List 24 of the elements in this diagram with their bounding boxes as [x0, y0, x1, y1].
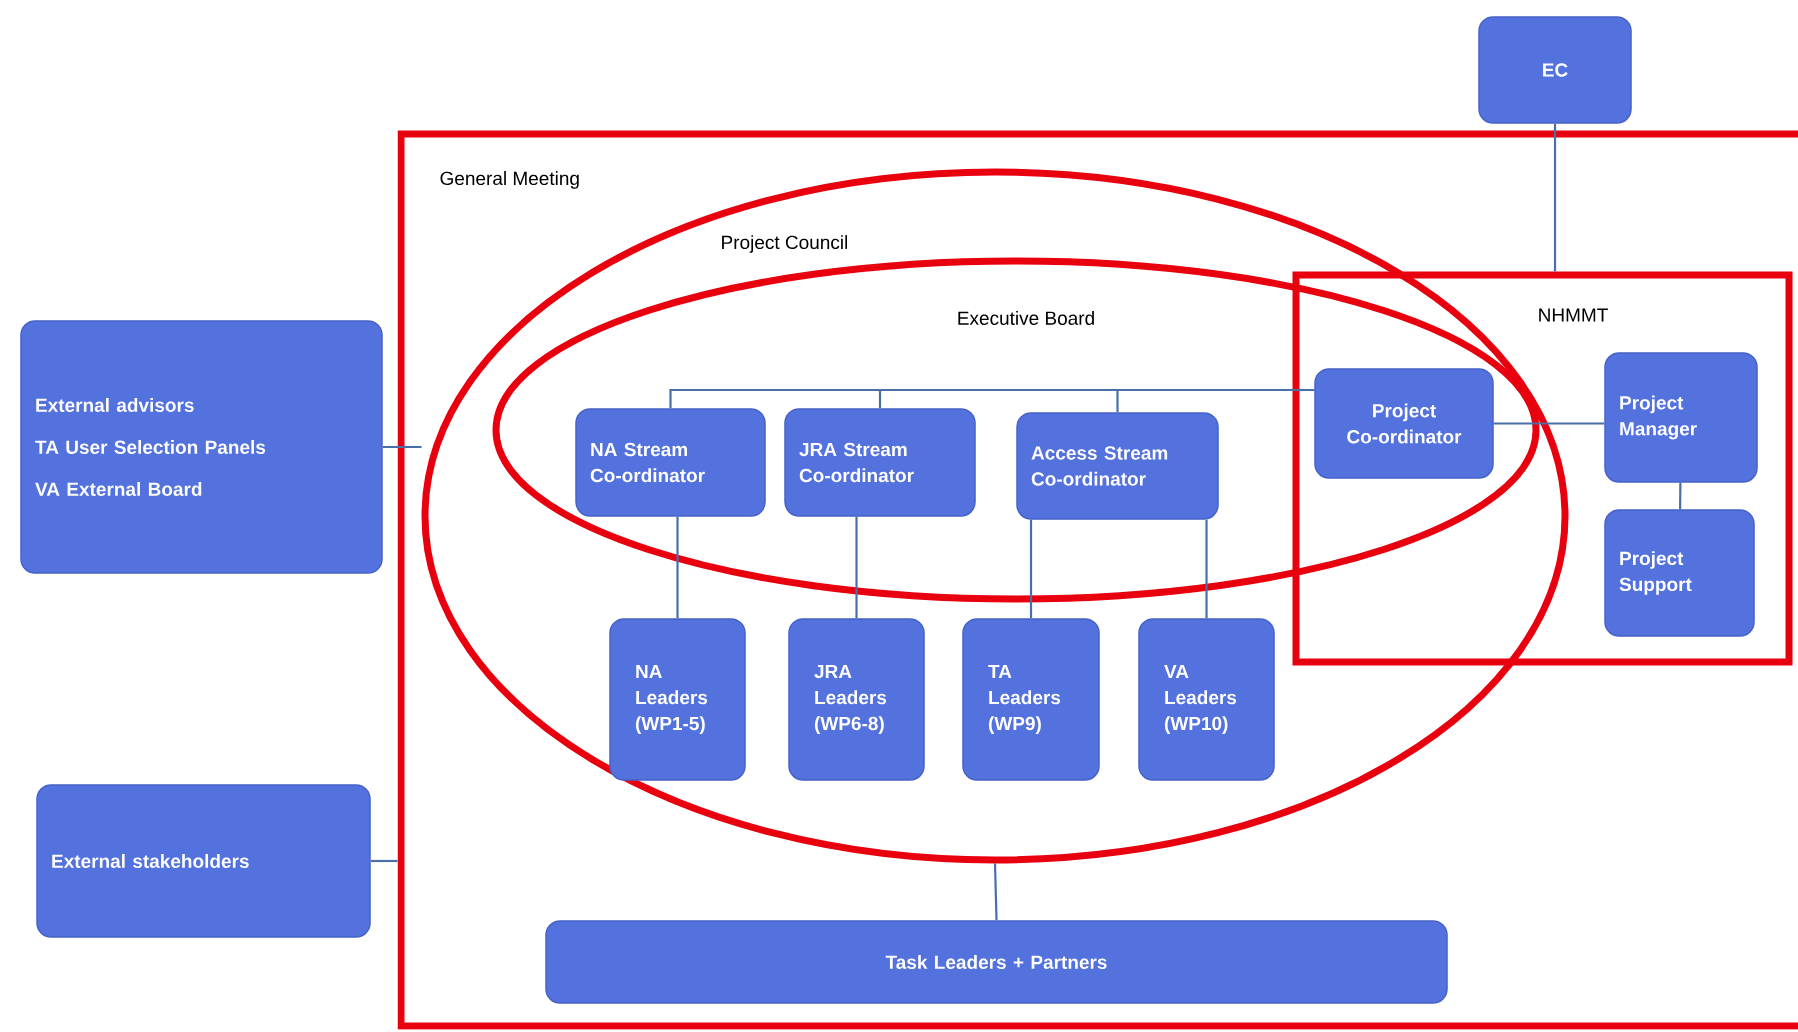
role-box: Project Co-ordinator — [1314, 368, 1494, 479]
connector-line — [676, 516, 679, 619]
role-box: Access Stream Co-ordinator — [1016, 412, 1219, 520]
role-box: TA Leaders (WP9) — [962, 618, 1100, 781]
connector-line — [382, 445, 422, 449]
role-box: External advisors TA User Selection Panels VA External Board — [20, 320, 383, 574]
connector-line — [1493, 422, 1605, 425]
role-box: Task Leaders + Partners — [545, 920, 1448, 1004]
connector-line — [1553, 123, 1557, 272]
role-box: VA Leaders (WP10) — [1138, 618, 1275, 781]
connector-line — [1029, 519, 1033, 619]
connector-line — [370, 859, 398, 863]
role-box: JRA Stream Co-ordinator — [784, 408, 976, 517]
connector-line — [1679, 482, 1682, 510]
role-box: NA Leaders (WP1-5) — [609, 618, 746, 781]
role-box: Project Support — [1604, 509, 1755, 637]
role-box: Project Manager — [1604, 352, 1758, 483]
role-box: JRA Leaders (WP6-8) — [788, 618, 925, 781]
connector-line — [1116, 388, 1315, 413]
role-box: External stakeholders — [36, 784, 371, 938]
connector-line — [993, 863, 998, 921]
role-box: NA Stream Co-ordinator — [575, 408, 766, 517]
role-box: EC — [1478, 16, 1632, 124]
connector-line — [855, 516, 858, 619]
